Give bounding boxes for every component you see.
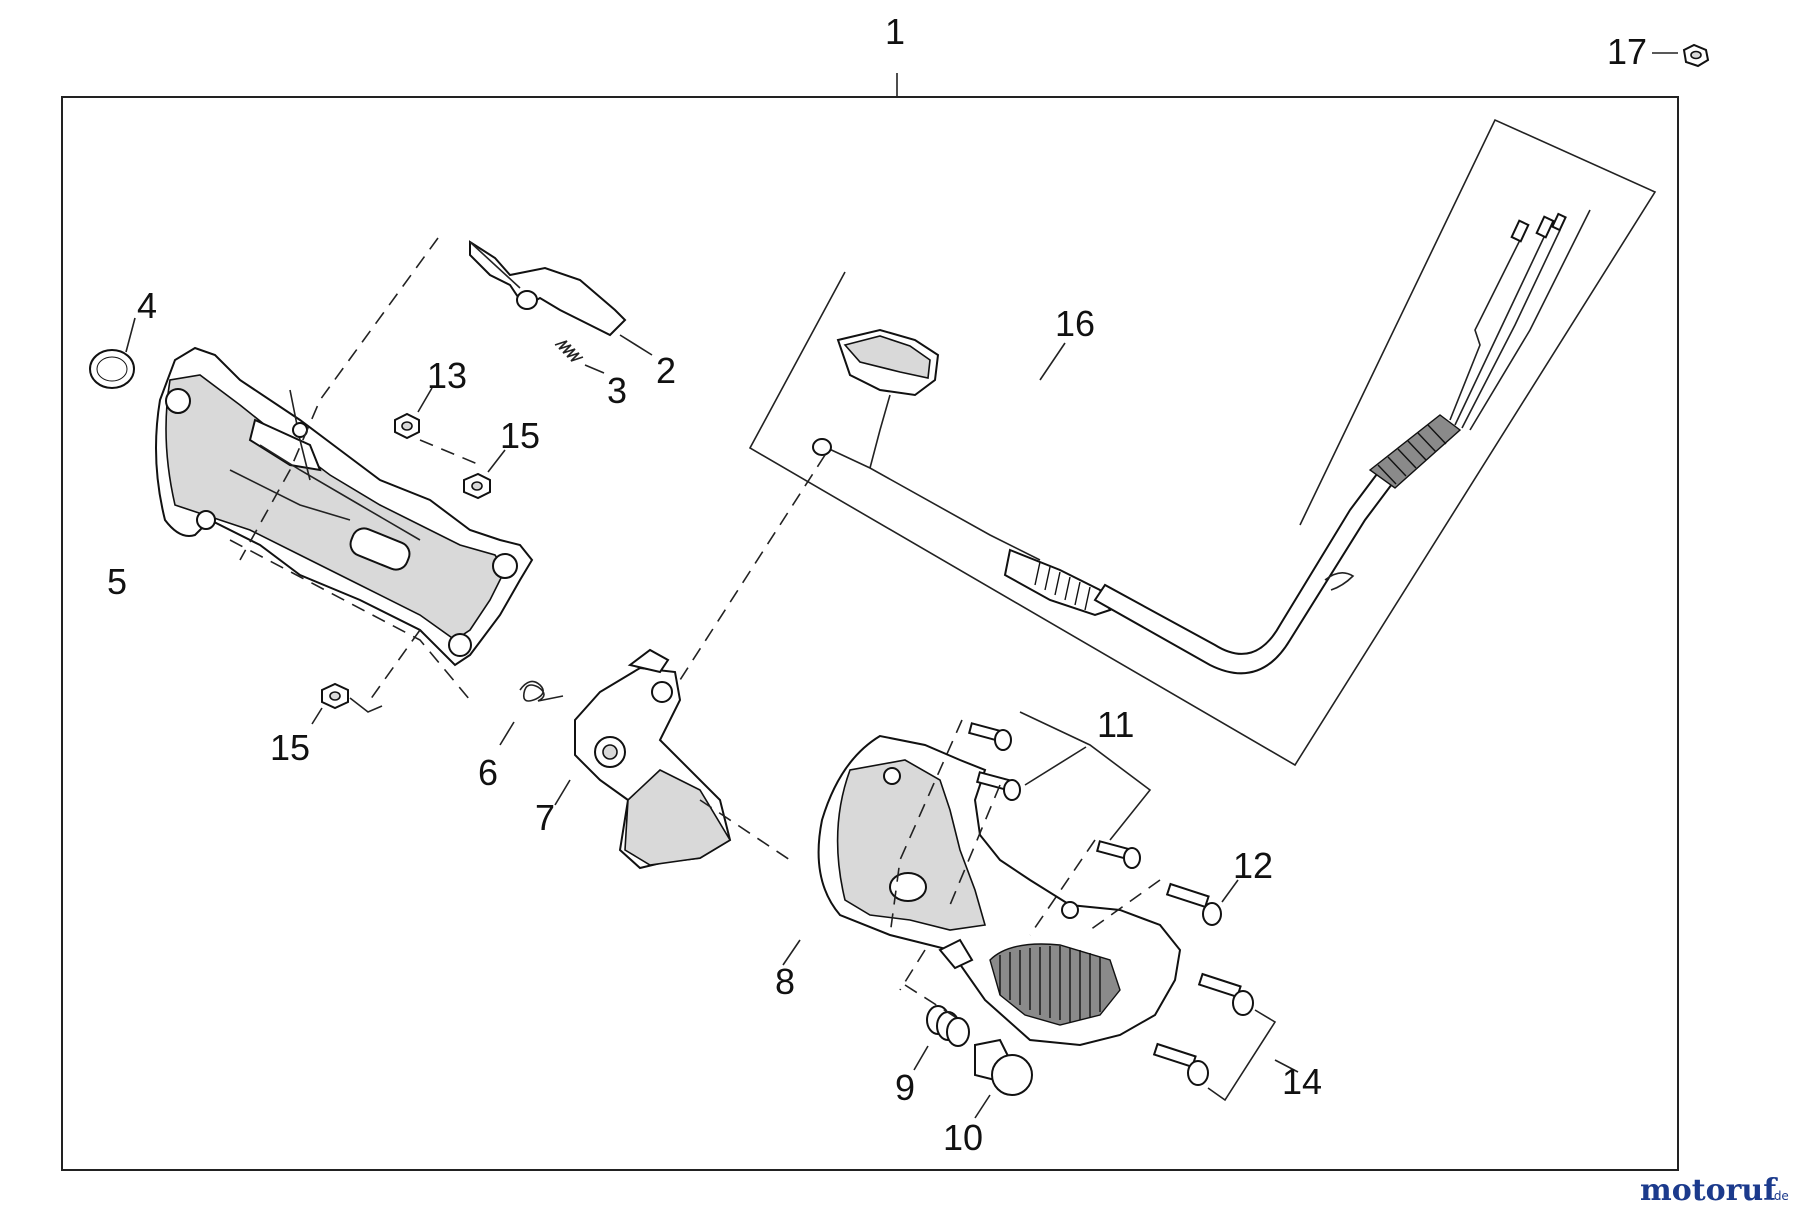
screw-part-12: [1165, 879, 1239, 926]
screw-part-14-b: [1152, 1042, 1209, 1086]
watermark-suffix: .de: [1770, 1189, 1789, 1203]
callout-10: 10: [943, 1117, 983, 1158]
callout-6: 6: [478, 752, 498, 793]
handle-part-8: [782, 734, 1182, 1047]
callout-5: 5: [107, 561, 127, 602]
nut-part-15-lower: [311, 682, 383, 725]
nut-part-15-upper: [463, 449, 506, 500]
cap-part-4: [89, 317, 136, 389]
nut-part-13: [394, 387, 433, 440]
callout-12: 12: [1233, 845, 1273, 886]
callout-7: 7: [535, 797, 555, 838]
screw-part-11-c: [1095, 840, 1141, 869]
screw-part-11-a: [967, 722, 1012, 751]
button-part-10: [974, 1038, 1033, 1119]
callout-2: 2: [656, 350, 676, 391]
assembly-frame: [61, 96, 1679, 1171]
lever-part-2: [469, 240, 653, 356]
callout-17: 17: [1607, 31, 1647, 72]
trigger-part-7: [554, 648, 732, 870]
cable-assembly-part-16: [748, 118, 1657, 767]
callout-13: 13: [427, 355, 467, 396]
callout-1: 1: [885, 11, 905, 52]
callout-8: 8: [775, 961, 795, 1002]
screw-part-11-b: [975, 771, 1021, 801]
alignment-lines: [229, 237, 1161, 1021]
watermark-logo: motoruf .de: [1640, 1173, 1789, 1208]
callout-3: 3: [607, 370, 627, 411]
callout-14: 14: [1282, 1061, 1322, 1102]
callout-15-lower: 15: [270, 727, 310, 768]
spring-part-3: [554, 340, 605, 374]
spring-part-9: [913, 1005, 970, 1071]
housing-part-5: [155, 346, 534, 667]
callout-11: 11: [1097, 704, 1134, 745]
watermark-text: motoruf: [1640, 1173, 1778, 1208]
callout-9: 9: [895, 1067, 915, 1108]
callout-15-upper: 15: [500, 415, 540, 456]
torsion-spring-part-6: [499, 680, 564, 746]
nut-part-17: [1652, 43, 1710, 68]
callout-16: 16: [1055, 303, 1095, 344]
screw-part-14-a: [1197, 972, 1254, 1016]
callout-4: 4: [137, 285, 157, 326]
